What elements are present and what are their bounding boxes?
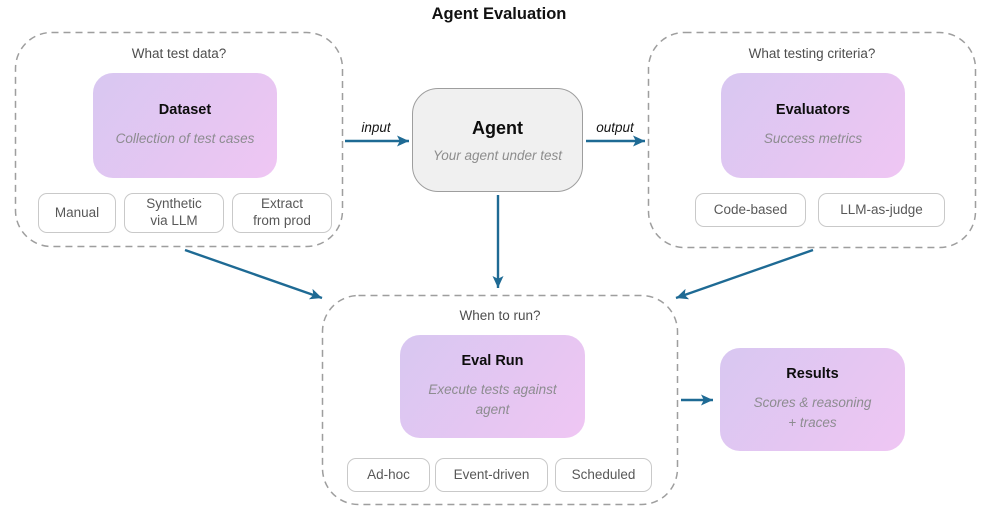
- output-arrow-label: output: [596, 120, 634, 135]
- chip-event-driven: Event-driven: [435, 458, 548, 492]
- test-data-to-run-arrow: [184, 248, 323, 300]
- chip-manual: Manual: [38, 193, 116, 233]
- dataset-subtitle: Collection of test cases: [115, 131, 255, 147]
- agent-subtitle: Your agent under test: [432, 147, 563, 163]
- criteria-label: What testing criteria?: [748, 46, 876, 61]
- dataset-card: Dataset Collection of test cases: [93, 73, 277, 178]
- evaluators-card: Evaluators Success metrics: [721, 73, 905, 178]
- chip-extract-from-prod: Extract from prod: [232, 193, 332, 233]
- agent-box: Agent Your agent under test: [412, 88, 583, 192]
- eval-run-subtitle: Execute tests against agent: [428, 382, 557, 417]
- results-subtitle: Scores & reasoning + traces: [753, 395, 872, 430]
- eval-run-card: Eval Run Execute tests against agent: [400, 335, 585, 438]
- when-to-run-label: When to run?: [459, 308, 541, 323]
- results-card: Results Scores & reasoning + traces: [720, 348, 905, 451]
- chip-code-based: Code-based: [695, 193, 806, 227]
- diagram-title: Agent Evaluation: [431, 5, 567, 23]
- criteria-to-run-arrow: [675, 248, 814, 300]
- dataset-title: Dataset: [158, 102, 212, 119]
- input-arrow-label: input: [361, 120, 391, 135]
- chip-llm-as-judge: LLM-as-judge: [818, 193, 945, 227]
- chip-scheduled: Scheduled: [555, 458, 652, 492]
- test-data-label: What test data?: [131, 46, 227, 61]
- evaluators-subtitle: Success metrics: [763, 131, 863, 147]
- results-title: Results: [786, 366, 839, 383]
- agent-title: Agent: [472, 117, 523, 138]
- chip-ad-hoc: Ad-hoc: [347, 458, 430, 492]
- evaluators-title: Evaluators: [775, 102, 851, 119]
- eval-run-title: Eval Run: [461, 353, 524, 370]
- chip-synthetic-via-llm: Synthetic via LLM: [124, 193, 224, 233]
